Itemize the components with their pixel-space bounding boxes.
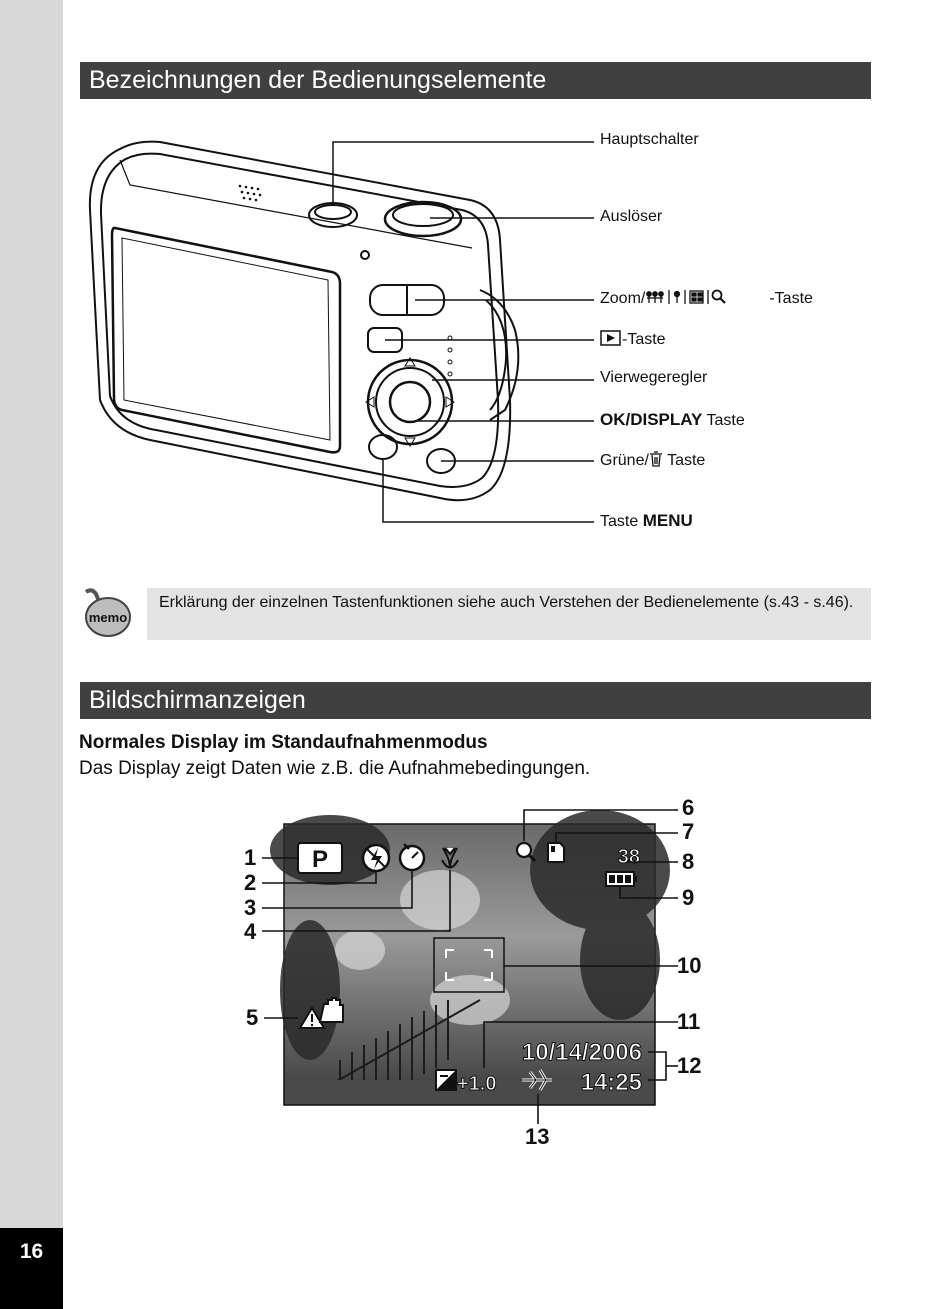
label-playback-text: -Taste	[622, 331, 666, 348]
memory-icon	[547, 842, 565, 863]
shake-warning-icon	[298, 997, 344, 1029]
mode-indicator: P	[312, 846, 328, 873]
shots-remaining: 38	[618, 846, 640, 868]
memo-box	[147, 588, 871, 640]
label-power-switch: Hauptschalter	[600, 131, 699, 148]
self-timer-icon	[398, 843, 426, 872]
label-green-prefix: Grüne/	[600, 452, 649, 469]
callout-11: 11	[677, 1009, 701, 1034]
subheading-normal-display: Normales Display im Standaufnahmenmodus	[79, 732, 488, 753]
flash-off-icon	[361, 843, 391, 873]
callout-12: 12	[677, 1053, 702, 1078]
battery-icon	[605, 871, 637, 887]
time-display: 14:25	[581, 1069, 642, 1096]
world-time-icon	[522, 1069, 552, 1091]
label-four-way: Vierwegeregler	[600, 369, 708, 386]
description-display: Das Display zeigt Daten wie z.B. die Auf…	[79, 758, 591, 779]
label-ok-display-suffix: Taste	[706, 412, 745, 429]
callout-5: 5	[246, 1005, 259, 1030]
macro-icon	[441, 847, 459, 869]
label-zoom: Zoom/ -Taste	[600, 289, 813, 308]
label-shutter: Auslöser	[600, 208, 663, 225]
section-title-display: Bildschirmanzeigen	[80, 682, 871, 719]
callout-3: 3	[244, 895, 257, 920]
section-title-controls: Bezeichnungen der Bedienungselemente	[80, 62, 871, 99]
callout-9: 9	[682, 885, 695, 910]
label-zoom-suffix: -Taste	[769, 290, 813, 307]
callout-7: 7	[682, 819, 695, 844]
label-ok-display-bold: OK/DISPLAY	[600, 410, 703, 429]
playback-icon	[600, 330, 621, 346]
label-menu-prefix: Taste	[600, 513, 639, 530]
callout-13: 13	[525, 1124, 550, 1149]
label-playback: -Taste	[600, 330, 666, 349]
callout-1: 1	[244, 845, 257, 870]
memo-text: Erklärung der einzelnen Tastenfunktionen…	[159, 594, 854, 611]
page-number: 16	[19, 1240, 44, 1263]
label-zoom-prefix: Zoom/	[600, 290, 646, 307]
date-display: 10/14/2006	[522, 1039, 642, 1066]
page-sidebar	[0, 0, 63, 1309]
callout-2: 2	[244, 870, 257, 895]
callout-4: 4	[244, 919, 257, 944]
label-menu-bold: MENU	[642, 511, 693, 530]
callout-6: 6	[682, 795, 695, 820]
zoom-icon	[515, 841, 537, 863]
callout-8: 8	[682, 849, 695, 874]
label-green-delete: Grüne/ Taste	[600, 451, 705, 470]
trash-icon	[649, 451, 662, 467]
zoom-symbols-icon	[646, 289, 727, 304]
page-number-box	[0, 1228, 63, 1309]
label-ok-display: OK/DISPLAY Taste	[600, 410, 745, 430]
label-menu: Taste MENU	[600, 511, 693, 531]
ev-value: +1.0	[457, 1073, 496, 1095]
ev-icon	[435, 1069, 457, 1091]
label-green-suffix: Taste	[667, 452, 706, 469]
callout-10: 10	[677, 953, 702, 978]
focus-frame	[433, 937, 505, 993]
